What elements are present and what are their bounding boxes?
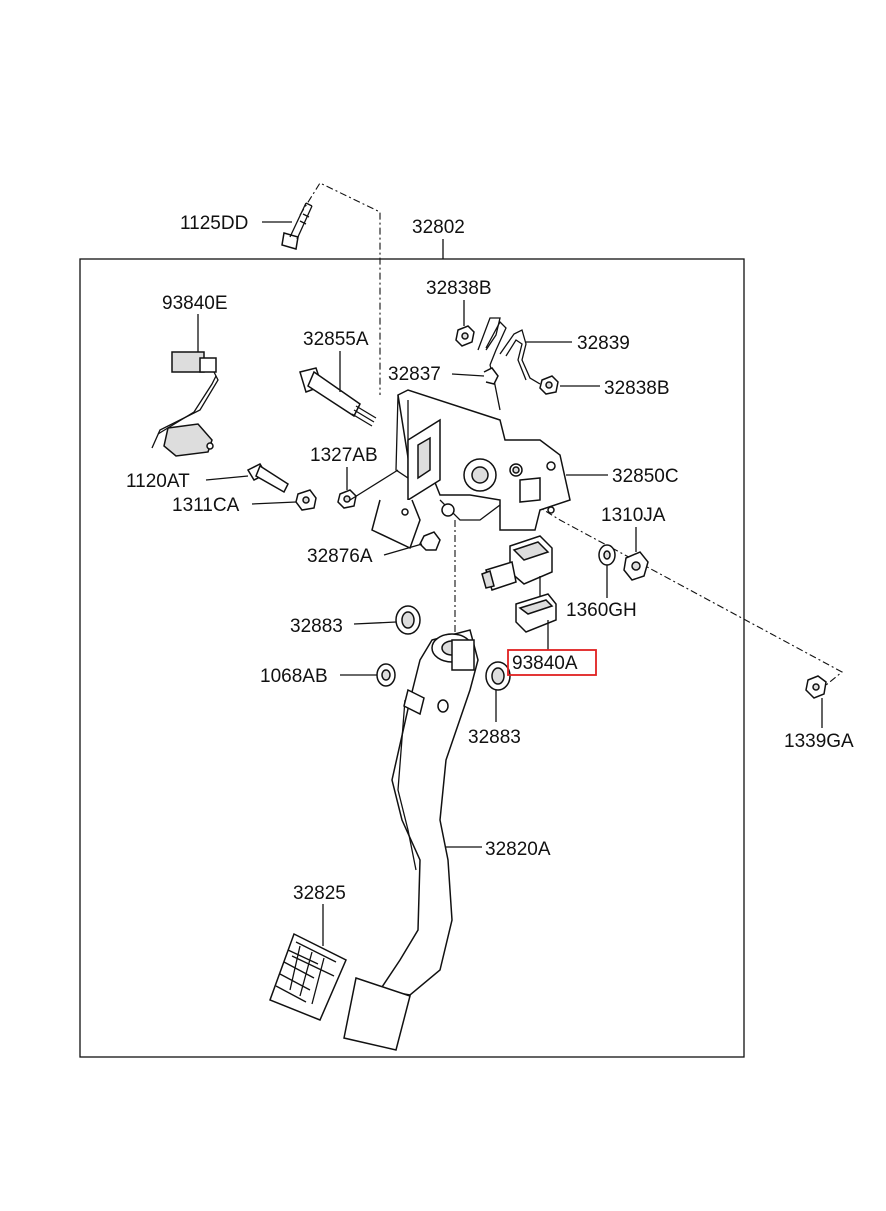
label-32850C[interactable]: 32850C (612, 466, 679, 487)
bolt-alignment-line (299, 182, 381, 395)
label-32820A[interactable]: 32820A (485, 839, 551, 860)
sensor-93840E[interactable] (151, 351, 219, 457)
nut-alignment-line (494, 479, 843, 691)
washer-1360GH[interactable] (598, 544, 616, 566)
label-1068AB[interactable]: 1068AB (260, 666, 328, 687)
label-32837[interactable]: 32837 (388, 364, 441, 385)
bracket-32850C[interactable] (371, 389, 571, 550)
nut-1339GA[interactable] (805, 675, 827, 699)
nut-1311CA[interactable] (295, 489, 317, 511)
clip-32837[interactable] (483, 367, 499, 385)
label-1125DD[interactable]: 1125DD (180, 213, 248, 234)
label-1360GH[interactable]: 1360GH (566, 600, 637, 621)
label-32876A[interactable]: 32876A (307, 546, 373, 567)
bushing-32883-bottom[interactable] (485, 661, 511, 691)
nut-32838B-top[interactable] (455, 325, 475, 347)
label-32883-top[interactable]: 32883 (290, 616, 343, 637)
bolt-1125DD[interactable] (281, 202, 313, 250)
label-1120AT[interactable]: 1120AT (126, 471, 190, 492)
label-1311CA[interactable]: 1311CA (172, 495, 240, 516)
label-32855A[interactable]: 32855A (303, 329, 369, 350)
nut-32876A[interactable] (419, 531, 441, 551)
nut-32838B-right[interactable] (539, 375, 559, 395)
highlight-box-93840A (507, 649, 597, 676)
label-32838B-right[interactable]: 32838B (604, 378, 670, 399)
bolt-32855A[interactable] (299, 367, 377, 427)
pedal-pad-32825[interactable] (269, 932, 347, 1021)
label-32883-bottom[interactable]: 32883 (468, 727, 521, 748)
label-1310JA[interactable]: 1310JA (601, 505, 666, 526)
label-93840A[interactable]: 93840A (512, 653, 578, 674)
label-1339GA[interactable]: 1339GA (784, 731, 854, 752)
spring-32839[interactable] (477, 317, 541, 411)
label-1327AB[interactable]: 1327AB (310, 445, 378, 466)
washer-1068AB[interactable] (376, 663, 396, 687)
bolt-1120AT[interactable] (246, 463, 289, 494)
bushing-32883-top[interactable] (395, 605, 421, 635)
assembly-frame (79, 258, 745, 1058)
label-32839[interactable]: 32839 (577, 333, 630, 354)
leader-lines (197, 221, 823, 946)
pedal-arm-32820A[interactable] (343, 629, 479, 1051)
label-32838B-top[interactable]: 32838B (426, 278, 492, 299)
label-93840E[interactable]: 93840E (162, 293, 228, 314)
stop-lamp-switch[interactable] (481, 535, 557, 633)
nut-1327AB[interactable] (337, 489, 357, 509)
nut-1310JA[interactable] (623, 551, 649, 581)
label-32802[interactable]: 32802 (412, 217, 465, 238)
label-32825[interactable]: 32825 (293, 883, 346, 904)
